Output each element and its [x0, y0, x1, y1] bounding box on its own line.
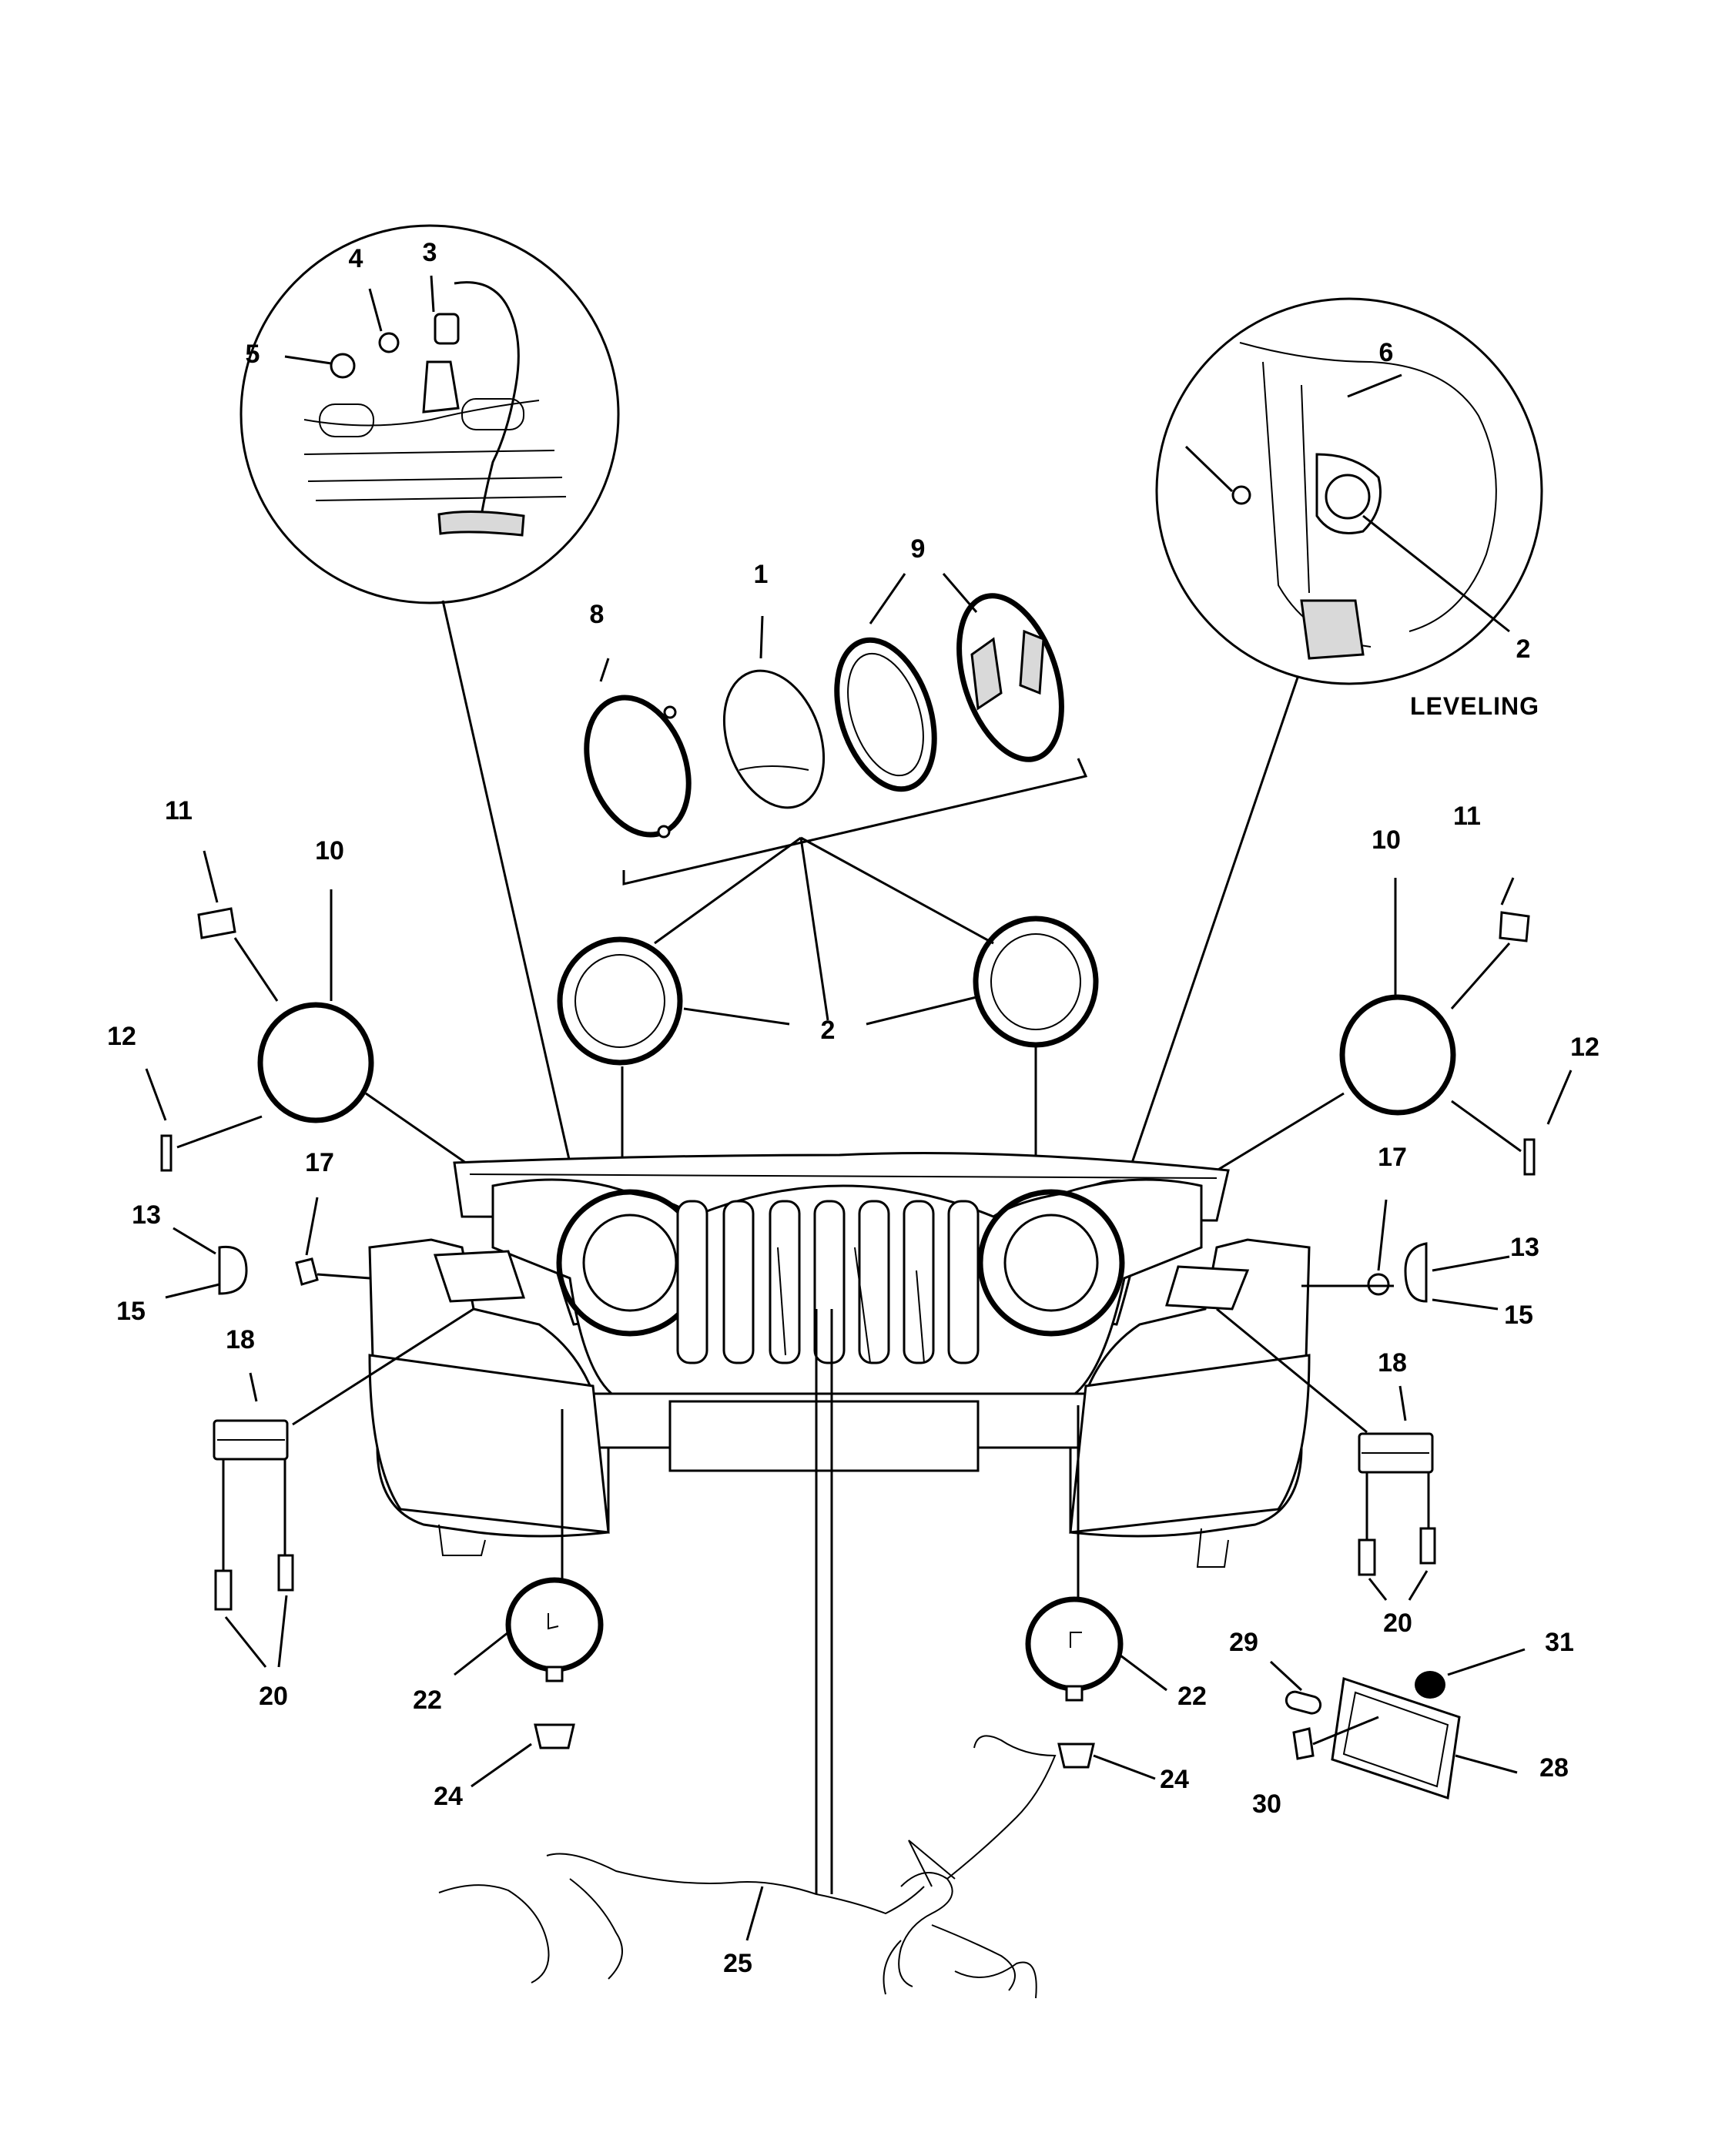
- parking-lamp-right: [1358, 1432, 1434, 1474]
- bracket: [622, 758, 1088, 886]
- screw-left: [160, 1134, 172, 1172]
- callout-1: 1: [754, 560, 769, 589]
- caption-leveling: LEVELING: [1410, 692, 1539, 720]
- callout-18-right: 18: [1378, 1348, 1407, 1378]
- callout-17-right: 17: [1378, 1143, 1407, 1172]
- callout-22-left: 22: [413, 1686, 442, 1715]
- callout-28: 28: [1539, 1753, 1569, 1783]
- callout-30: 30: [1252, 1789, 1281, 1819]
- callout-22-right: 22: [1177, 1682, 1207, 1711]
- headlamp-bucket-right: [973, 916, 1099, 1048]
- callout-17-left: 17: [305, 1148, 334, 1177]
- callout-11-right: 11: [1453, 802, 1481, 831]
- callout-18-left: 18: [226, 1325, 255, 1354]
- side-marker-left: [218, 1245, 319, 1295]
- retainer-clip-left: [197, 907, 236, 939]
- license-bracket: [1285, 1671, 1461, 1799]
- callout-13-left: 13: [132, 1200, 161, 1230]
- callout-10-left: 10: [315, 836, 344, 865]
- callout-15-left: 15: [116, 1297, 146, 1326]
- headlamp-bezel-right: [1339, 994, 1456, 1116]
- callout-2-center: 2: [821, 1016, 836, 1045]
- headlamp-components-exploded: [584, 573, 1064, 839]
- callout-12-left: 12: [107, 1022, 136, 1051]
- wiring-harness: [438, 1735, 1057, 1999]
- callout-8: 8: [590, 600, 605, 629]
- callout-12-right: 12: [1570, 1033, 1599, 1062]
- callout-31: 31: [1545, 1628, 1574, 1657]
- callout-13-right: 13: [1510, 1233, 1539, 1262]
- retainer-clip-right: [1499, 911, 1530, 942]
- parking-lamp-left: [213, 1419, 289, 1461]
- callout-6: 6: [1379, 338, 1394, 367]
- leader-line: [1130, 677, 1299, 1163]
- callout-20-left: 20: [259, 1682, 288, 1711]
- callout-9: 9: [911, 534, 926, 564]
- callout-2-detail: 2: [1516, 634, 1531, 664]
- detail-circle-headlamp-connector: [239, 224, 620, 604]
- callout-24-left: 24: [434, 1782, 463, 1811]
- callout-4: 4: [349, 244, 363, 273]
- callout-20-right: 20: [1383, 1609, 1412, 1638]
- screw-right: [1523, 1138, 1536, 1176]
- callout-25: 25: [723, 1949, 752, 1978]
- callout-15-right: 15: [1504, 1301, 1533, 1330]
- side-marker-right: [1367, 1242, 1428, 1303]
- leader-line: [441, 600, 571, 1163]
- grille-front-end: [368, 1152, 1311, 1568]
- callout-11-left: 11: [165, 796, 193, 825]
- headlamp-bezel-left: [257, 1002, 374, 1123]
- bolt-left-b: [277, 1554, 294, 1592]
- bolt-left-a: [214, 1569, 233, 1611]
- headlamp-bucket-left: [557, 936, 683, 1066]
- bolt-right-a: [1358, 1538, 1376, 1576]
- callout-3: 3: [423, 238, 437, 267]
- detail-circle-leveling: [1155, 297, 1543, 685]
- fog-lamp-right: [1025, 1596, 1124, 1769]
- callout-29: 29: [1229, 1628, 1258, 1657]
- bolt-right-b: [1419, 1527, 1436, 1565]
- fog-lamp-left: [505, 1577, 604, 1749]
- callout-10-right: 10: [1372, 825, 1401, 855]
- callout-5: 5: [246, 340, 260, 369]
- callout-24-right: 24: [1160, 1765, 1189, 1794]
